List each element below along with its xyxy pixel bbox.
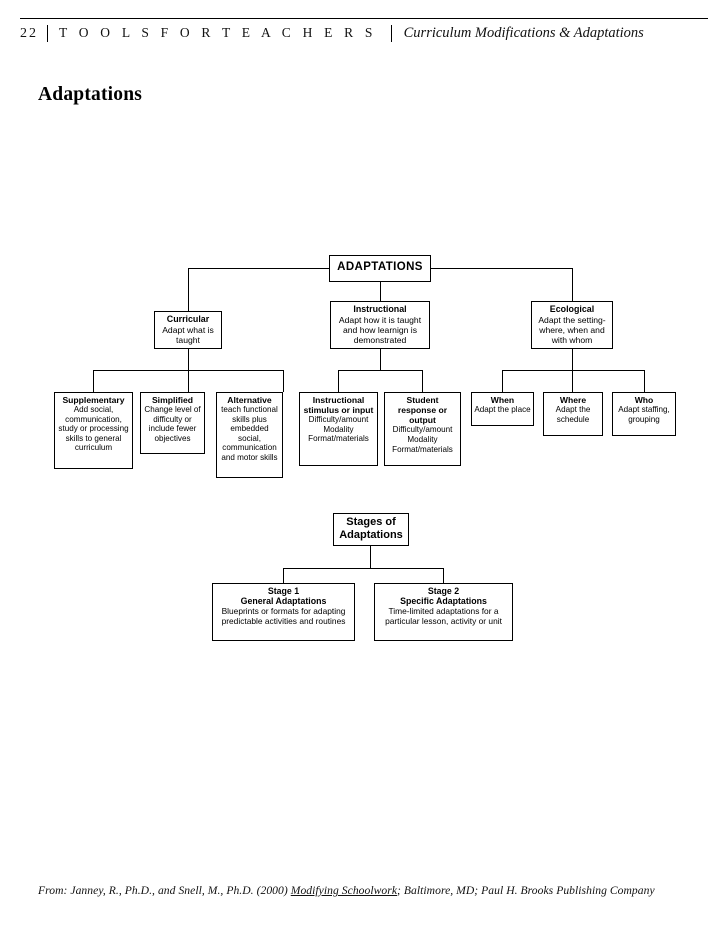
stage-name: General Adaptations [240, 596, 327, 607]
page-title: Adaptations [38, 84, 143, 105]
book-title: T O O L S F O R T E A C H E R S [59, 25, 377, 40]
node-title: When [490, 395, 515, 405]
connector-root-to-curricular [188, 268, 190, 311]
connector-root-to-ecological [572, 268, 574, 301]
connector-curricular-to-simplified [188, 370, 190, 392]
node-title: Instructional stimulus or input [303, 395, 374, 416]
citation-suffix: ; Baltimore, MD; Paul H. Brooks Publishi… [397, 884, 655, 897]
connector-root-right [430, 268, 573, 270]
node-description: Adapt the place [474, 405, 531, 415]
node-instructional: Instructional Adapt how it is taught and… [330, 301, 430, 349]
node-stage-1: Stage 1 General Adaptations Blueprints o… [212, 583, 355, 641]
node-who: Who Adapt staffing, grouping [612, 392, 676, 436]
node-description: Add social, communication, study or proc… [58, 405, 129, 453]
connector-curricular-to-alternative [283, 370, 285, 392]
connector-instructional-to-stimulus [338, 370, 340, 392]
node-description: Change level of difficulty or include fe… [144, 405, 201, 443]
node-title: Alternative [227, 395, 272, 405]
node-curricular: Curricular Adapt what is taught [154, 311, 222, 349]
citation-work-title: Modifying Schoolwork [290, 884, 398, 897]
connector-stages-to-stage2 [443, 568, 445, 583]
node-title: Who [634, 395, 654, 405]
connector-instructional-to-response [422, 370, 424, 392]
page-number: 22 [20, 26, 38, 41]
page-header: 22 T O O L S F O R T E A C H E R S Curri… [20, 18, 708, 42]
node-stage-2: Stage 2 Specific Adaptations Time-limite… [374, 583, 513, 641]
node-when: When Adapt the place [471, 392, 534, 426]
node-title: Simplified [151, 395, 194, 405]
node-stages-root: Stages of Adaptations [333, 513, 409, 546]
connector-stages-to-stage1 [283, 568, 285, 583]
node-description: teach functional skills plus embedded so… [221, 405, 278, 462]
node-label: ADAPTATIONS [337, 261, 423, 274]
connector-ecological-to-where [572, 370, 574, 392]
node-description: Adapt the setting- where, when and with … [538, 314, 606, 345]
node-adaptations-root: ADAPTATIONS [329, 255, 431, 282]
stage-label: Stage 1 [267, 586, 300, 596]
node-where: Where Adapt the schedule [543, 392, 603, 436]
connector-curricular-stem [188, 349, 190, 370]
connector-ecological-to-when [502, 370, 504, 392]
node-instructional-stimulus: Instructional stimulus or input Difficul… [299, 392, 378, 466]
connector-root-left [188, 268, 330, 270]
node-description: Difficulty/amount Modality Format/materi… [308, 415, 369, 444]
connector-curricular-to-supplementary [93, 370, 95, 392]
node-description: Adapt the schedule [555, 405, 591, 424]
source-citation: From: Janney, R., Ph.D., and Snell, M., … [38, 884, 698, 897]
node-supplementary: Supplementary Add social, communication,… [54, 392, 133, 469]
connector-instructional-bus [338, 370, 423, 372]
stage-description: Time-limited adaptations for a particula… [385, 605, 502, 626]
stage-description: Blueprints or formats for adapting predi… [221, 605, 346, 626]
node-label: Stages of Adaptations [339, 516, 403, 541]
node-alternative: Alternative teach functional skills plus… [216, 392, 283, 478]
node-ecological: Ecological Adapt the setting- where, whe… [531, 301, 613, 349]
node-student-response: Student response or output Difficulty/am… [384, 392, 461, 466]
stage-name: Specific Adaptations [400, 596, 487, 607]
node-description: Adapt how it is taught and how learnign … [338, 314, 422, 345]
node-title: Where [559, 395, 587, 405]
connector-root-to-instructional [380, 282, 382, 301]
header-divider [47, 25, 48, 42]
node-description: Adapt what is taught [162, 324, 214, 345]
node-title: Supplementary [62, 395, 125, 405]
node-title: Instructional [353, 304, 407, 314]
chapter-title: Curriculum Modifications & Adaptations [403, 25, 644, 41]
node-title: Ecological [549, 304, 595, 314]
node-title: Curricular [166, 314, 210, 324]
header-divider-second [390, 25, 392, 42]
connector-ecological-stem [572, 349, 574, 370]
connector-ecological-to-who [644, 370, 646, 392]
stage-label: Stage 2 [427, 586, 460, 596]
connector-stages-stem [370, 546, 372, 568]
connector-instructional-stem [380, 349, 382, 370]
node-description: Difficulty/amount Modality Format/materi… [392, 425, 453, 454]
connector-stages-bus [283, 568, 444, 570]
node-title: Student response or output [397, 395, 448, 426]
node-description: Adapt staffing, grouping [618, 405, 670, 424]
citation-prefix: From: Janney, R., Ph.D., and Snell, M., … [38, 884, 291, 897]
node-simplified: Simplified Change level of difficulty or… [140, 392, 205, 454]
